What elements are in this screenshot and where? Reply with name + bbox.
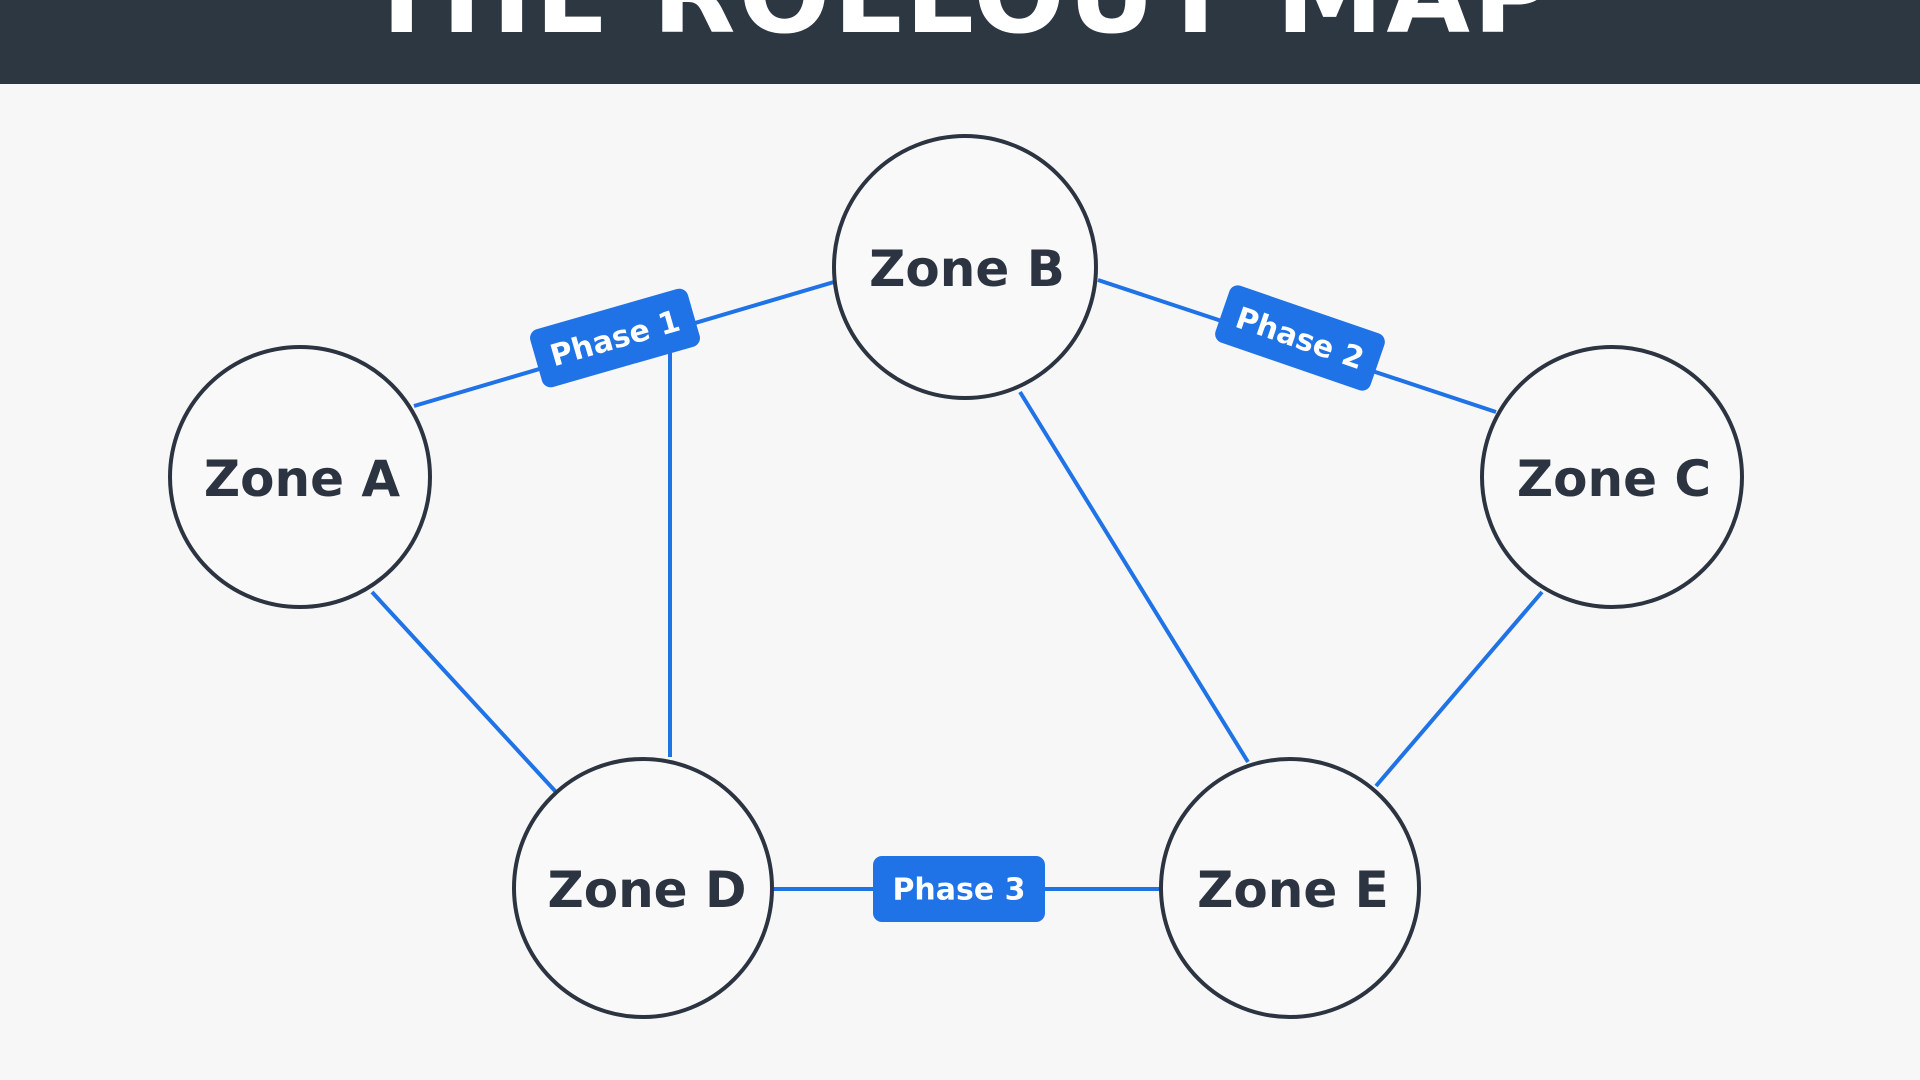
edge-a-d — [370, 590, 558, 794]
zone-d-circle — [512, 757, 774, 1019]
zone-a-circle — [168, 345, 432, 609]
phase-3-label: Phase 3 — [892, 873, 1025, 908]
zone-node-a[interactable]: Zone A — [168, 345, 432, 609]
zone-b-circle — [832, 134, 1098, 400]
phase-3-badge[interactable]: Phase 3 — [873, 856, 1045, 922]
zone-e-circle — [1159, 757, 1421, 1019]
zone-c-circle — [1480, 345, 1744, 609]
zone-d-label: Zone D — [547, 861, 746, 919]
edge-b-e — [1018, 390, 1250, 764]
zone-node-e[interactable]: Zone E — [1159, 757, 1421, 1019]
zone-node-b[interactable]: Zone B — [832, 134, 1098, 400]
phase-3-box — [873, 856, 1045, 922]
zone-node-c[interactable]: Zone C — [1480, 345, 1744, 609]
zone-c-label: Zone C — [1517, 450, 1711, 508]
phase-1-box — [530, 288, 700, 388]
zone-e-label: Zone E — [1197, 861, 1389, 919]
zone-b-label: Zone B — [869, 240, 1065, 298]
phase-2-box — [1215, 285, 1385, 391]
zone-a-label: Zone A — [204, 450, 401, 508]
phase-2-badge[interactable]: Phase 2 — [1213, 283, 1388, 393]
zone-node-d[interactable]: Zone D — [512, 757, 774, 1019]
edge-c-e — [1374, 590, 1544, 788]
phase-1-badge[interactable]: Phase 1 — [528, 287, 702, 390]
page-title: THE ROLLOUT MAP — [0, 0, 1920, 50]
title-bar: THE ROLLOUT MAP — [0, 0, 1920, 84]
